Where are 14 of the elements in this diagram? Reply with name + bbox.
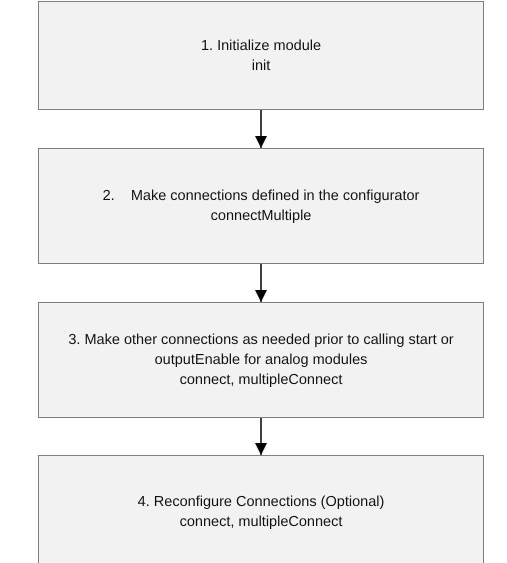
function-name: connect, multipleConnect: [180, 512, 342, 532]
arrow: [255, 110, 267, 148]
process-box: [38, 148, 484, 264]
step-title: 1. Initialize module: [200, 36, 322, 56]
function-name: connect, multipleConnect: [180, 371, 342, 390]
step-title: 2. Make connections defined in the configurator: [102, 187, 420, 206]
arrow: [255, 264, 267, 302]
process-box: [38, 302, 484, 418]
function-name: connectMultiple: [210, 207, 312, 226]
function-name: init: [252, 56, 270, 76]
step-title: 4. Reconfigure Connections (Optional): [138, 492, 384, 512]
process-box: [38, 1, 484, 110]
process-box: [38, 455, 484, 563]
arrow: [255, 418, 267, 455]
